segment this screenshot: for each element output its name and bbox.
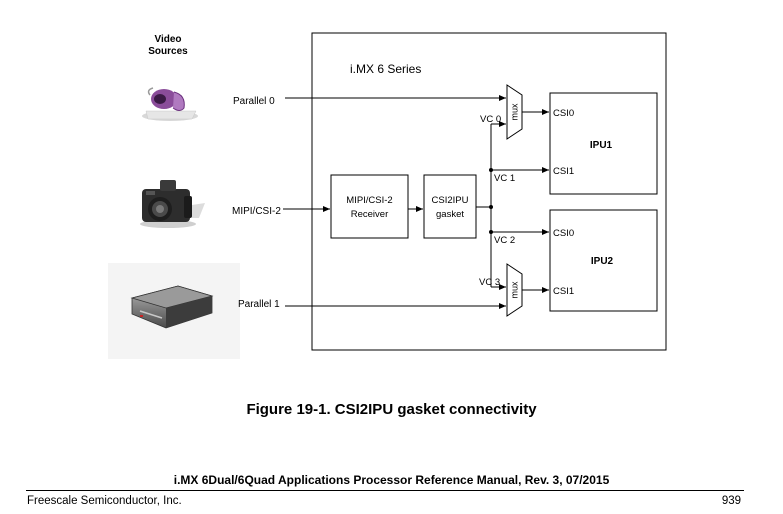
gasket-label-line2: gasket <box>436 209 464 220</box>
ipu2-label: IPU2 <box>591 256 614 267</box>
mux1-label: mux <box>510 103 520 121</box>
mipi-receiver-block <box>330 174 409 239</box>
connectivity-diagram: Video Sources i.MX 6 Series Parallel 0 M… <box>108 32 667 359</box>
figure-caption: Figure 19-1. CSI2IPU gasket connectivity <box>246 401 537 418</box>
ipu1-block <box>549 92 658 195</box>
mux2 <box>506 263 523 317</box>
ipu1-label: IPU1 <box>590 140 613 151</box>
ipu2-csi0-label: CSI0 <box>553 228 574 239</box>
vc2-label: VC 2 <box>494 235 515 246</box>
vc3-label: VC 3 <box>479 277 500 288</box>
ipu2-block <box>549 209 658 312</box>
soc-label: i.MX 6 Series <box>350 62 421 76</box>
mipi-receiver-label-line2: Receiver <box>351 209 389 220</box>
mipi-input-label: MIPI/CSI-2 <box>232 206 281 217</box>
mux1 <box>506 84 523 140</box>
footer-rule <box>26 490 744 491</box>
dvd-player-icon <box>108 263 240 359</box>
vc0-label: VC 0 <box>480 114 501 125</box>
video-sources-title: Video <box>154 34 181 45</box>
vc1-label: VC 1 <box>494 173 515 184</box>
soc-boundary <box>311 32 667 351</box>
mipi-receiver-label: MIPI/CSI-2 <box>346 195 392 206</box>
mux2-label: mux <box>510 281 520 299</box>
ipu2-csi1-label: CSI1 <box>553 286 574 297</box>
camera-icon <box>140 180 205 228</box>
document-title: i.MX 6Dual/6Quad Applications Processor … <box>173 473 610 487</box>
csi2ipu-gasket-block <box>423 174 477 239</box>
ipu1-csi0-label: CSI0 <box>553 108 574 119</box>
gasket-label: CSI2IPU <box>432 195 469 206</box>
video-camera-icon <box>142 87 198 121</box>
page-number: 939 <box>721 495 741 507</box>
parallel0-label: Parallel 0 <box>233 96 275 107</box>
parallel1-label: Parallel 1 <box>238 299 280 310</box>
video-sources-title-line2: Sources <box>148 46 188 57</box>
footer-publisher: Freescale Semiconductor, Inc. <box>27 495 182 507</box>
ipu1-csi1-label: CSI1 <box>553 166 574 177</box>
